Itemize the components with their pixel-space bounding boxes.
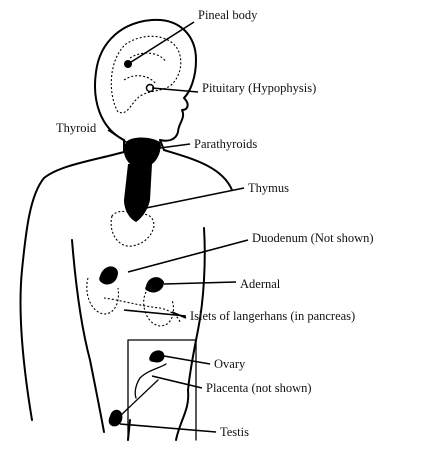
vas-line xyxy=(119,379,159,417)
label-parathyroids: Parathyroids xyxy=(194,137,257,151)
label-placenta: Placenta (not shown) xyxy=(206,381,312,395)
left-torso xyxy=(71,239,105,433)
thyroid-gland xyxy=(123,137,161,164)
adrenal-left xyxy=(99,266,118,285)
trachea xyxy=(124,164,152,222)
leader-thyroid xyxy=(107,129,133,147)
leader-pituitary xyxy=(151,87,199,93)
label-ovary: Ovary xyxy=(214,357,246,371)
left-shoulder-arm xyxy=(19,151,125,421)
leader-adrenal xyxy=(163,281,237,285)
leader-placenta xyxy=(151,375,203,389)
label-testis: Testis xyxy=(220,425,249,439)
parathyroid-gland xyxy=(155,143,161,149)
kidney-right xyxy=(143,291,175,327)
right-shoulder xyxy=(163,149,233,191)
testis xyxy=(108,409,123,427)
body-outline xyxy=(19,18,233,441)
label-thymus: Thymus xyxy=(248,181,289,195)
head-outline xyxy=(94,18,197,142)
leader-testis xyxy=(119,423,217,433)
pelvis-outline xyxy=(127,339,197,441)
label-thyroid: Thyroid xyxy=(56,121,97,135)
brain-outline xyxy=(110,35,182,114)
label-duodenum: Duodenum (Not shown) xyxy=(252,231,374,245)
label-adrenal: Adernal xyxy=(240,277,281,291)
labels: Pineal body Pituitary (Hypophysis) Thyro… xyxy=(56,8,374,439)
label-pineal-body: Pineal body xyxy=(198,8,258,22)
lung-outline xyxy=(110,210,155,247)
leader-islets-1 xyxy=(123,309,187,317)
ovary xyxy=(149,350,165,363)
label-pituitary: Pituitary (Hypophysis) xyxy=(202,81,316,95)
leader-pineal xyxy=(127,21,195,65)
leader-thymus xyxy=(145,187,245,209)
adrenal-right xyxy=(145,277,164,293)
leader-ovary xyxy=(163,355,211,365)
leader-islets-2 xyxy=(171,311,187,319)
right-torso xyxy=(187,227,206,391)
label-islets: Islets of langerhans (in pancreas) xyxy=(190,309,355,323)
leader-parathyroids xyxy=(159,143,191,149)
pancreas-outline xyxy=(103,297,181,323)
kidney-left xyxy=(86,277,120,315)
uterus-tube xyxy=(134,363,167,399)
brain-fold xyxy=(123,52,167,85)
leader-duodenum xyxy=(127,239,249,273)
right-hip xyxy=(175,389,190,441)
leader-lines xyxy=(107,21,249,433)
